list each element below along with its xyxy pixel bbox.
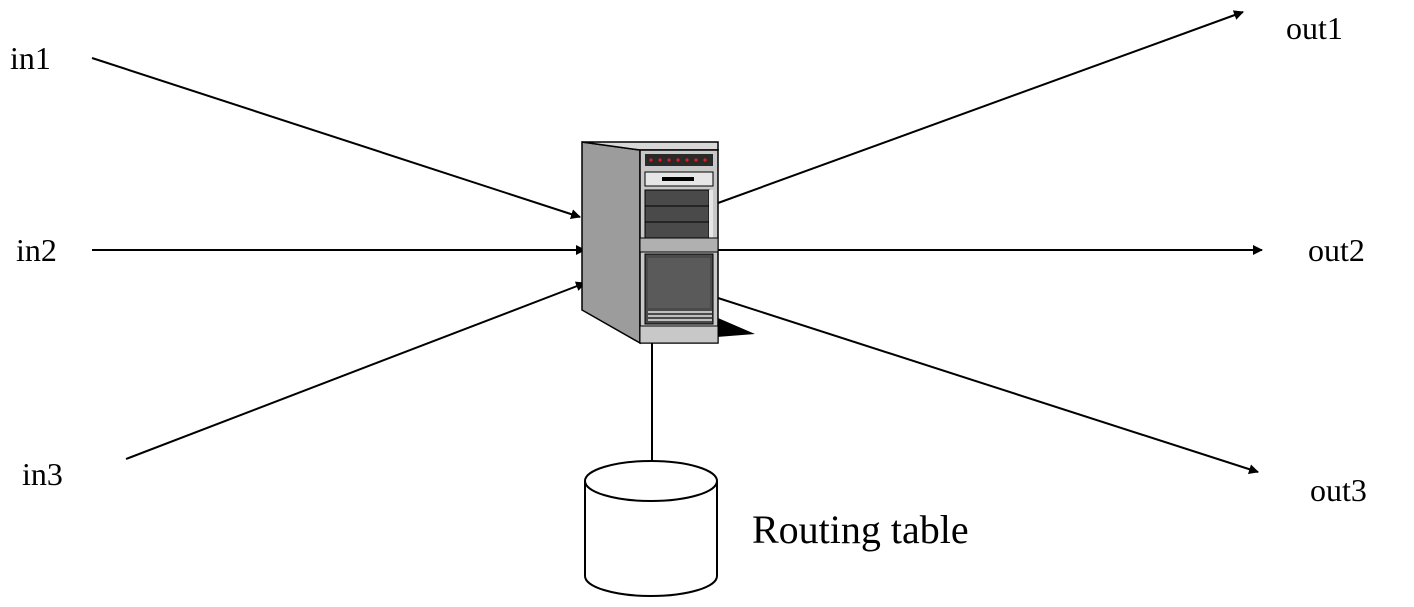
server-tower-icon [581,141,755,345]
in3-arrow [125,281,586,460]
input-label-in1: in1 [10,40,51,76]
out1-arrow [717,10,1244,204]
output-label-out2: out2 [1308,232,1365,268]
in1-arrow [91,57,581,219]
database-cylinder-icon [584,460,718,597]
routing-table-label: Routing table [752,507,969,552]
output-label-out1: out1 [1286,10,1343,46]
output-label-out3: out3 [1310,472,1367,508]
input-label-in2: in2 [16,232,57,268]
input-label-in3: in3 [22,456,63,492]
out3-arrow [717,297,1259,474]
